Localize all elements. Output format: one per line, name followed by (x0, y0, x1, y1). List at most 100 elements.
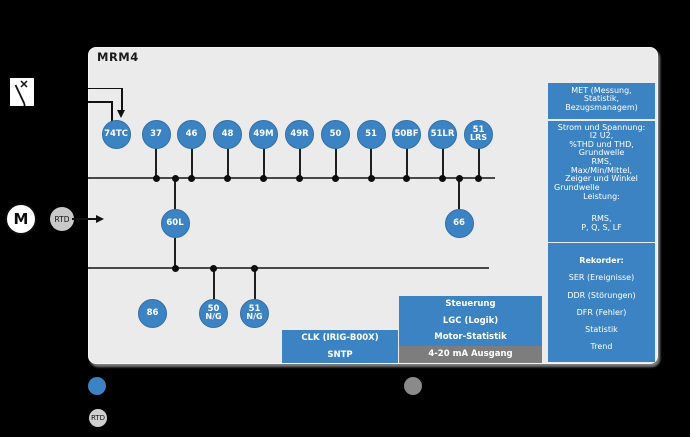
function-label: N/G (246, 312, 263, 322)
function-label: 48 (221, 128, 234, 139)
rtd-sensor-icon: RTD (50, 207, 74, 231)
control-box: Steuerung LGC (Logik) Motor-Statistik 4-… (399, 295, 542, 363)
function-50: 50 (321, 119, 350, 149)
function-66: 66 (444, 209, 474, 238)
function-51ng: 51 N/G (240, 298, 269, 328)
clock-box: CLK (IRIG-B00X) SNTP (282, 329, 398, 363)
met-line: Statistik, (583, 94, 620, 104)
measurement-line: Max/Min/Mittel, (570, 165, 633, 175)
junction-dot (475, 174, 482, 182)
measurement-line: Grundwelle (554, 183, 600, 193)
bus-line-2 (88, 267, 489, 269)
legend-dot-blue (88, 376, 106, 395)
control-row-analog-output: 4-20 mA Ausgang (399, 345, 542, 363)
measurement-line: %THD und THD, (569, 139, 634, 149)
function-label: N/G (205, 312, 222, 322)
trip-line-2-h (88, 101, 113, 103)
function-label: 51 (365, 128, 377, 139)
function-label: 50 (207, 303, 220, 314)
function-label: 74TC (104, 128, 128, 139)
function-label: 51 (472, 124, 485, 135)
junction-dot (439, 174, 446, 182)
stub-line (458, 178, 460, 209)
legend-rtd-label: RTD (90, 413, 106, 422)
function-label: 60L (166, 218, 184, 229)
measurement-line: Zeiger und Winkel (565, 174, 638, 184)
function-48: 48 (213, 119, 242, 149)
junction-dot (152, 174, 160, 182)
function-label: 46 (185, 128, 198, 139)
met-panel: MET (Messung, Statistik, Bezugsmanagem) (548, 82, 655, 119)
measurement-line: Strom und Spannung: (557, 122, 646, 132)
clock-row-clk: CLK (IRIG-B00X) (301, 332, 379, 343)
stub-line (253, 268, 256, 299)
recorder-item: SER (Ereignisse) (568, 273, 635, 283)
bus-line-1 (88, 177, 495, 179)
stub-line (262, 147, 265, 178)
stub-line (226, 147, 229, 178)
junction-dot (367, 174, 375, 182)
stub-line (174, 238, 176, 268)
function-49m: 49M (249, 119, 278, 149)
recorder-item: DFR (Fehler) (576, 307, 627, 317)
function-label: 66 (453, 218, 465, 229)
stub-line (334, 147, 337, 178)
rtd-input-arrow-icon (96, 214, 104, 223)
trip-line-arrow-icon (117, 110, 126, 118)
legend-rtd-icon: RTD (89, 408, 107, 427)
recorder-panel: Rekorder: SER (Ereignisse) DDR (Störunge… (548, 243, 655, 362)
motor-label: M (13, 210, 29, 228)
function-86: 86 (138, 298, 167, 328)
stub-line (370, 147, 372, 178)
junction-dot (332, 174, 339, 182)
function-46: 46 (177, 119, 206, 149)
function-label: 49R (290, 128, 309, 139)
met-line: MET (Messung, (571, 85, 632, 95)
measurement-panel: Strom und Spannung: I2 U2, %THD und THD,… (548, 120, 655, 242)
rtd-input-line (72, 218, 97, 220)
junction-dot (403, 174, 410, 182)
trip-line-1-v (121, 87, 123, 111)
recorder-title: Rekorder: (579, 256, 624, 265)
stub-line (441, 147, 444, 178)
stub-line (174, 178, 176, 209)
motor-icon: M (5, 203, 37, 235)
stub-line (212, 268, 215, 299)
measurement-line: RMS, (591, 157, 612, 167)
function-37: 37 (141, 119, 171, 149)
stub-line (405, 147, 408, 178)
legend-dot-gray (404, 376, 422, 395)
function-50ng: 50 N/G (199, 298, 228, 328)
function-label: 51LR (430, 128, 455, 139)
measurement-line: Grundwelle (578, 148, 625, 158)
rtd-sensor-label: RTD (54, 214, 70, 224)
function-51: 51 (356, 119, 386, 149)
function-51lrs: 51 LRS (464, 119, 493, 149)
function-74tc: 74TC (101, 119, 131, 149)
function-label: 86 (146, 307, 159, 318)
measurement-line: P, Q, S, LF (581, 222, 622, 232)
function-51lr: 51LR (428, 119, 457, 149)
junction-dot (224, 174, 231, 182)
measurement-line: I2 U2, (589, 131, 614, 141)
control-row-motor-statistik: Motor-Statistik (399, 329, 542, 346)
recorder-item: Trend (590, 342, 613, 352)
junction-dot (251, 264, 258, 272)
recorder-item: Statistik (585, 325, 618, 335)
junction-dot (260, 174, 267, 182)
stub-line (190, 147, 193, 178)
function-label: 50BF (394, 128, 419, 139)
measurement-line: Leistung: (583, 191, 620, 201)
breaker-icon (10, 78, 34, 106)
recorder-item: DDR (Störungen) (567, 290, 636, 300)
junction-dot (171, 264, 179, 272)
measurement-line: RMS, (591, 214, 612, 224)
trip-line-1-h (88, 87, 123, 90)
stub-line (155, 147, 157, 178)
function-label: LRS (469, 133, 488, 143)
junction-dot (455, 174, 463, 182)
function-60l: 60L (160, 209, 190, 238)
function-49r: 49R (285, 119, 314, 149)
function-label: 37 (150, 128, 162, 139)
